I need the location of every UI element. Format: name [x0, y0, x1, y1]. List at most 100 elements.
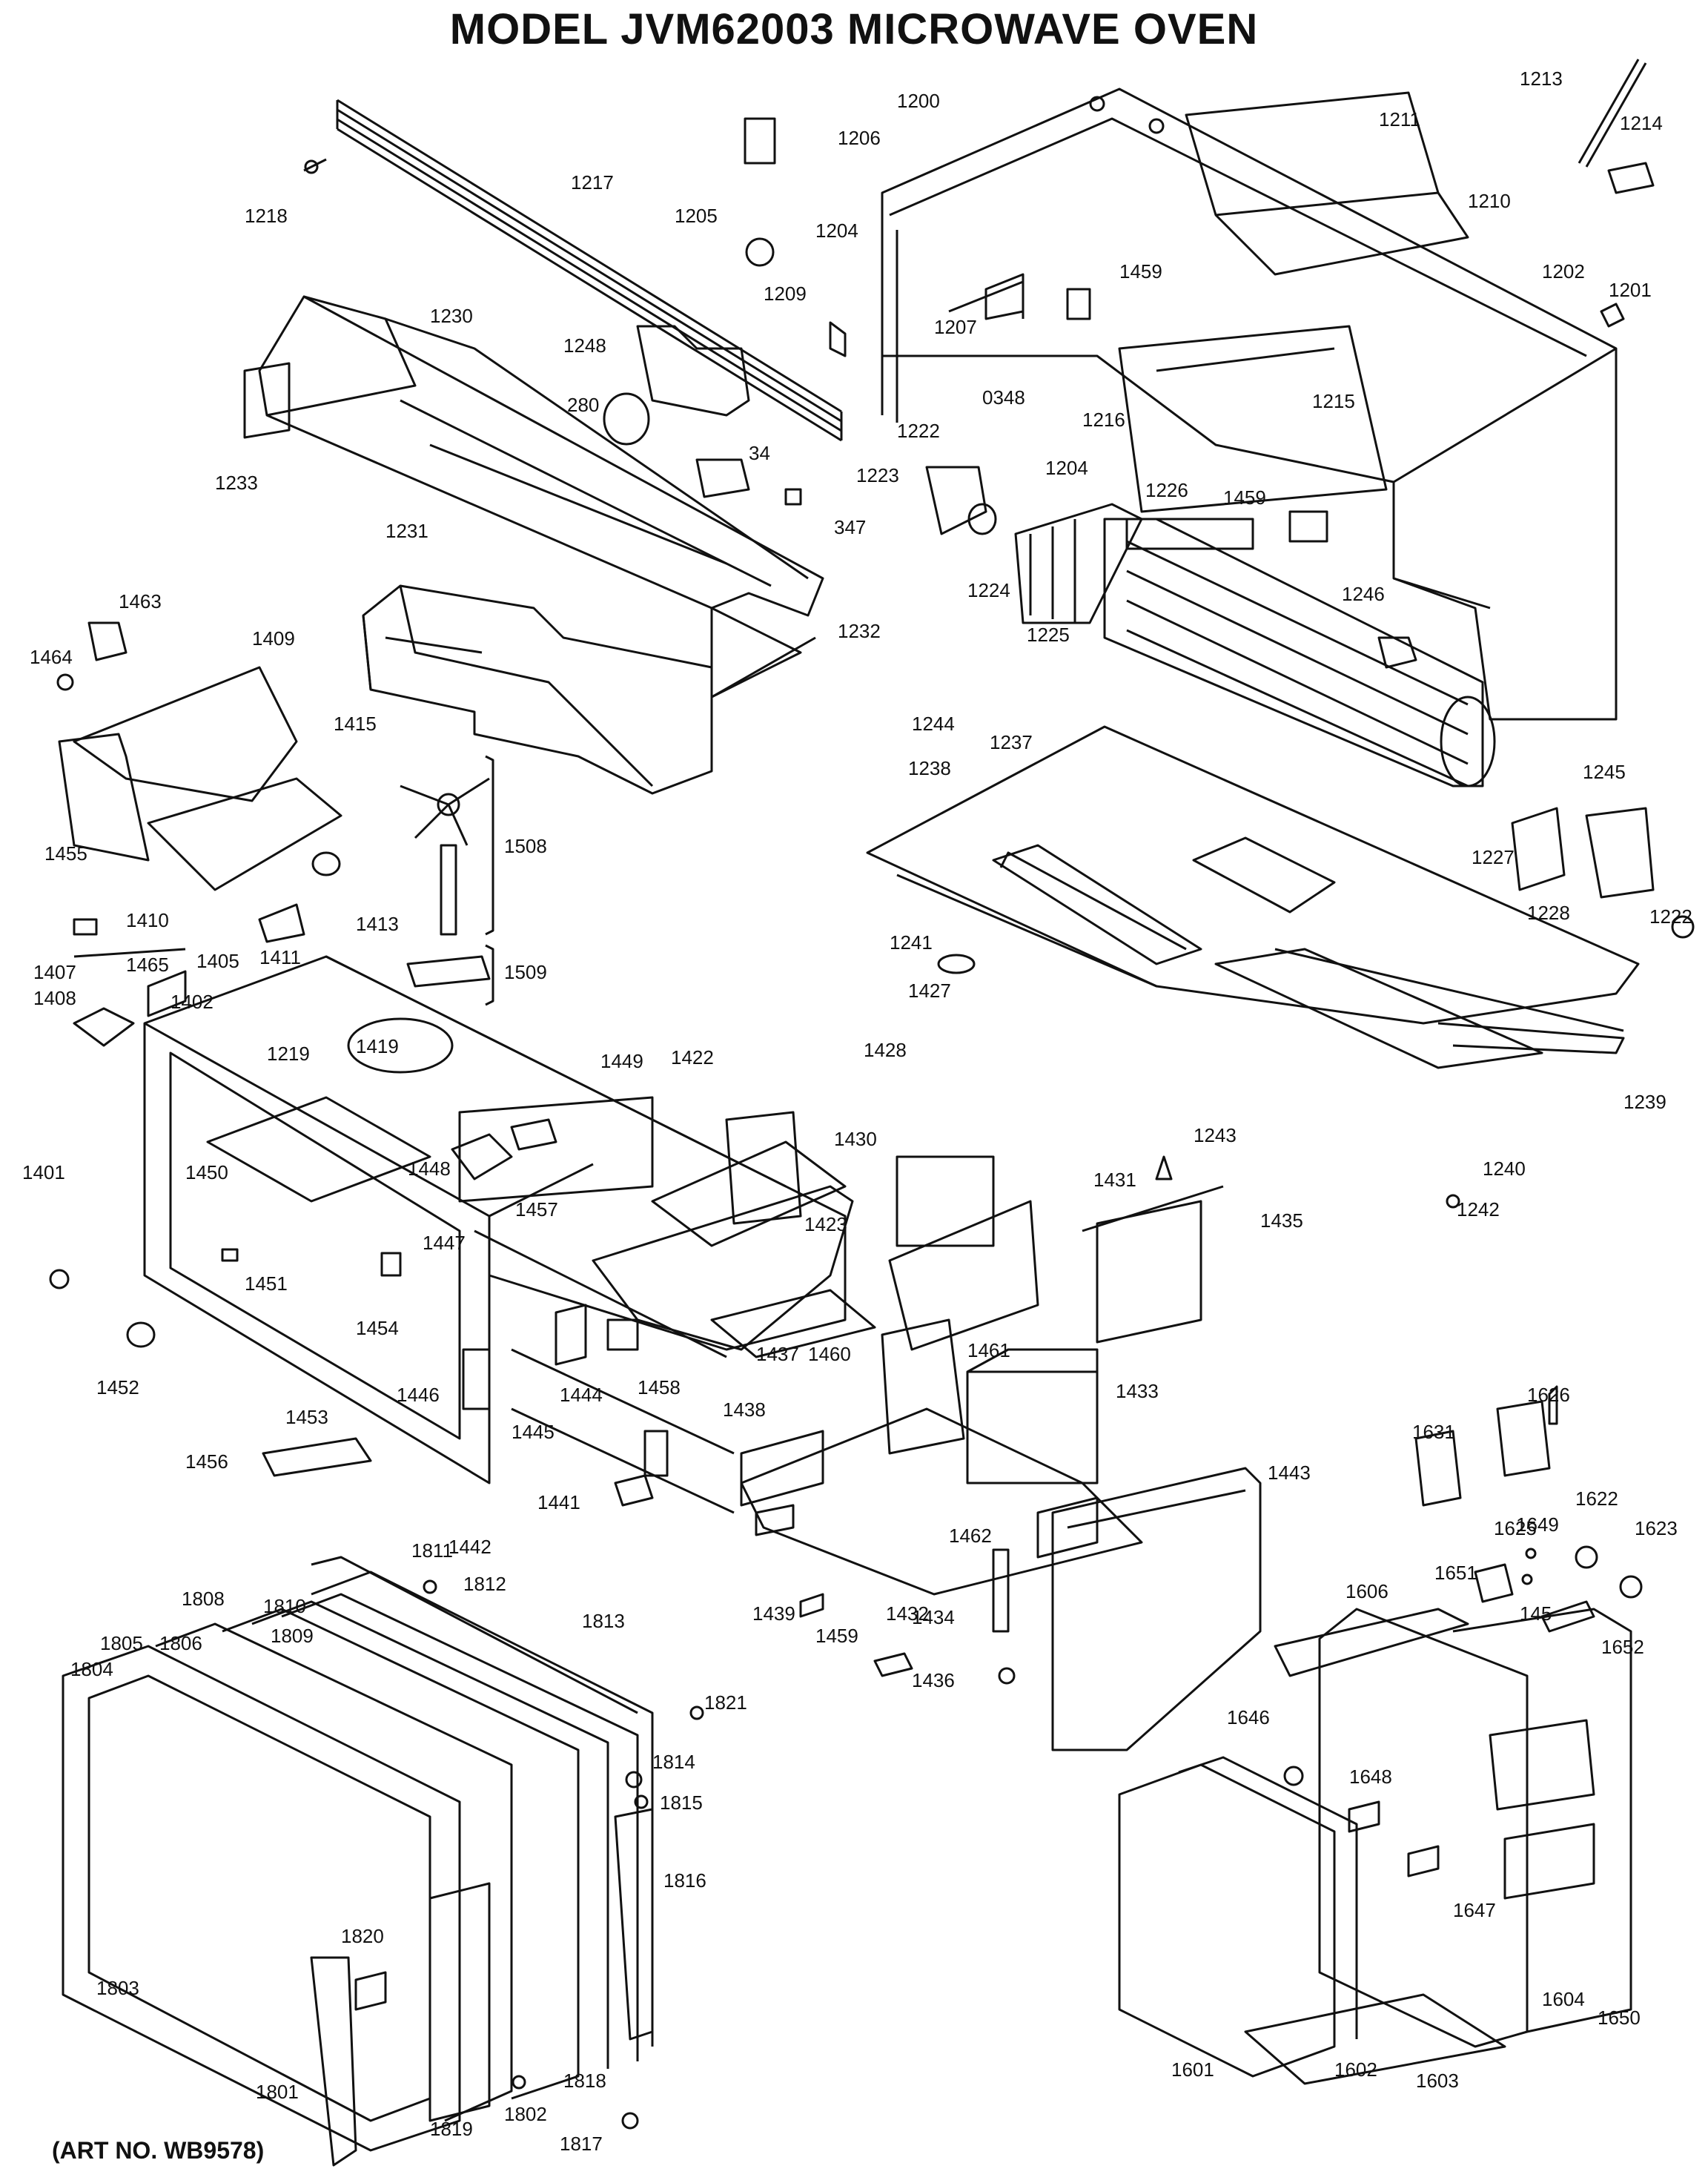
part-label: 1451: [245, 1272, 288, 1295]
part-label: 1455: [44, 842, 87, 865]
part-label: 1437: [756, 1343, 799, 1365]
components: [651, 1111, 1224, 1559]
part-label: 1227: [1472, 846, 1515, 868]
bracket-label: 1508: [504, 835, 547, 857]
part-label: 1804: [70, 1658, 113, 1680]
part-label: 1463: [119, 590, 162, 612]
outer-cabinet: [881, 87, 1618, 721]
part-label: 1439: [752, 1602, 795, 1625]
part-label: 1427: [908, 980, 951, 1002]
part-label: 1409: [252, 627, 295, 650]
part-label: 1441: [537, 1491, 580, 1513]
part-label: 1459: [1223, 486, 1266, 509]
part-label: 1213: [1520, 67, 1563, 90]
part-label: 1431: [1093, 1169, 1136, 1191]
small-parts: [49, 59, 1695, 2130]
bracket-label: 1509: [504, 961, 547, 983]
part-label: 1207: [934, 316, 977, 338]
part-label: 1446: [397, 1384, 440, 1406]
part-label: 1246: [1342, 583, 1385, 605]
part-label: 1402: [171, 991, 214, 1013]
control-panel: [1118, 1608, 1632, 2085]
part-label: 1239: [1623, 1091, 1666, 1113]
part-label: 1442: [448, 1536, 491, 1558]
part-label: 1603: [1416, 2070, 1459, 2092]
part-label: 1819: [430, 2118, 473, 2140]
part-label: 1803: [96, 1977, 139, 1999]
part-label: 1430: [834, 1128, 877, 1150]
part-label: 1210: [1468, 190, 1511, 212]
part-label: 1438: [723, 1398, 766, 1421]
part-label: 1215: [1312, 390, 1355, 412]
part-label: 1811: [411, 1539, 453, 1562]
part-label: 1200: [897, 90, 940, 112]
part-label: 347: [834, 516, 866, 538]
part-label: 1419: [356, 1035, 399, 1057]
part-label: 1241: [890, 931, 933, 954]
vent-duct-assembly: [243, 295, 824, 699]
part-label: 1453: [285, 1406, 328, 1428]
part-label: 1226: [1145, 479, 1188, 501]
part-label: 1631: [1412, 1421, 1455, 1443]
part-label: 1812: [463, 1573, 506, 1595]
part-label: 1652: [1601, 1636, 1644, 1658]
part-label: 1204: [1045, 457, 1088, 479]
part-label: 1205: [675, 205, 718, 227]
part-label: 1649: [1516, 1513, 1559, 1536]
part-label: 1243: [1194, 1124, 1237, 1146]
bracket-labels: 1508 1509: [504, 835, 547, 983]
air-guide: [362, 584, 713, 795]
part-label: 1230: [430, 305, 473, 327]
part-label: 1222: [1649, 905, 1692, 928]
part-label: 1604: [1542, 1988, 1585, 2010]
part-label: 1821: [704, 1691, 747, 1714]
part-label: 1457: [515, 1198, 558, 1221]
part-label: 34: [749, 442, 770, 464]
part-label: 1202: [1542, 260, 1585, 283]
part-label: 1415: [334, 713, 377, 735]
part-label: 1444: [560, 1384, 603, 1406]
part-label: 1244: [912, 713, 955, 735]
part-label: 1820: [341, 1925, 384, 1947]
part-label: 1216: [1082, 409, 1125, 431]
part-label: 1238: [908, 757, 951, 779]
part-label: 1648: [1349, 1766, 1392, 1788]
part-label: 1204: [815, 219, 858, 242]
part-label: 1626: [1527, 1384, 1570, 1406]
part-label: 1242: [1457, 1198, 1500, 1221]
diagram-title: MODEL JVM62003 MICROWAVE OVEN: [449, 5, 1259, 53]
part-label: 1206: [838, 127, 881, 149]
part-label: 1464: [30, 646, 73, 668]
part-label: 1408: [33, 987, 76, 1009]
part-label: 1459: [1119, 260, 1162, 283]
part-label: 1460: [808, 1343, 851, 1365]
part-label: 1809: [271, 1625, 314, 1647]
part-label: 1401: [22, 1161, 65, 1183]
part-label: 0348: [982, 386, 1025, 409]
part-label: 1433: [1116, 1380, 1159, 1402]
part-label: 1435: [1260, 1209, 1303, 1232]
part-label: 1817: [560, 2133, 603, 2155]
part-label: 1410: [126, 909, 169, 931]
part-label: 1818: [563, 2070, 606, 2092]
part-label: 1240: [1483, 1157, 1526, 1180]
part-label: 1458: [638, 1376, 681, 1398]
part-label: 1450: [185, 1161, 228, 1183]
part-label: 1214: [1620, 112, 1663, 134]
part-label: 1445: [512, 1421, 555, 1443]
part-label: 1219: [267, 1043, 310, 1065]
part-labels: 1200 1201 1202 1204 1204 1205 1206 1207 …: [22, 67, 1692, 2155]
part-label: 1802: [504, 2103, 547, 2125]
part-label: 1622: [1575, 1487, 1618, 1510]
part-label: 1810: [263, 1595, 306, 1617]
part-label: 1805: [100, 1632, 143, 1654]
part-label: 1459: [815, 1625, 858, 1647]
part-label: 1422: [671, 1046, 714, 1069]
part-label: 1454: [356, 1317, 399, 1339]
part-label: 1428: [864, 1039, 907, 1061]
part-label: 1448: [408, 1157, 451, 1180]
part-label: 1813: [582, 1610, 625, 1632]
part-label: 1245: [1583, 761, 1626, 783]
part-label: 1456: [185, 1450, 228, 1473]
